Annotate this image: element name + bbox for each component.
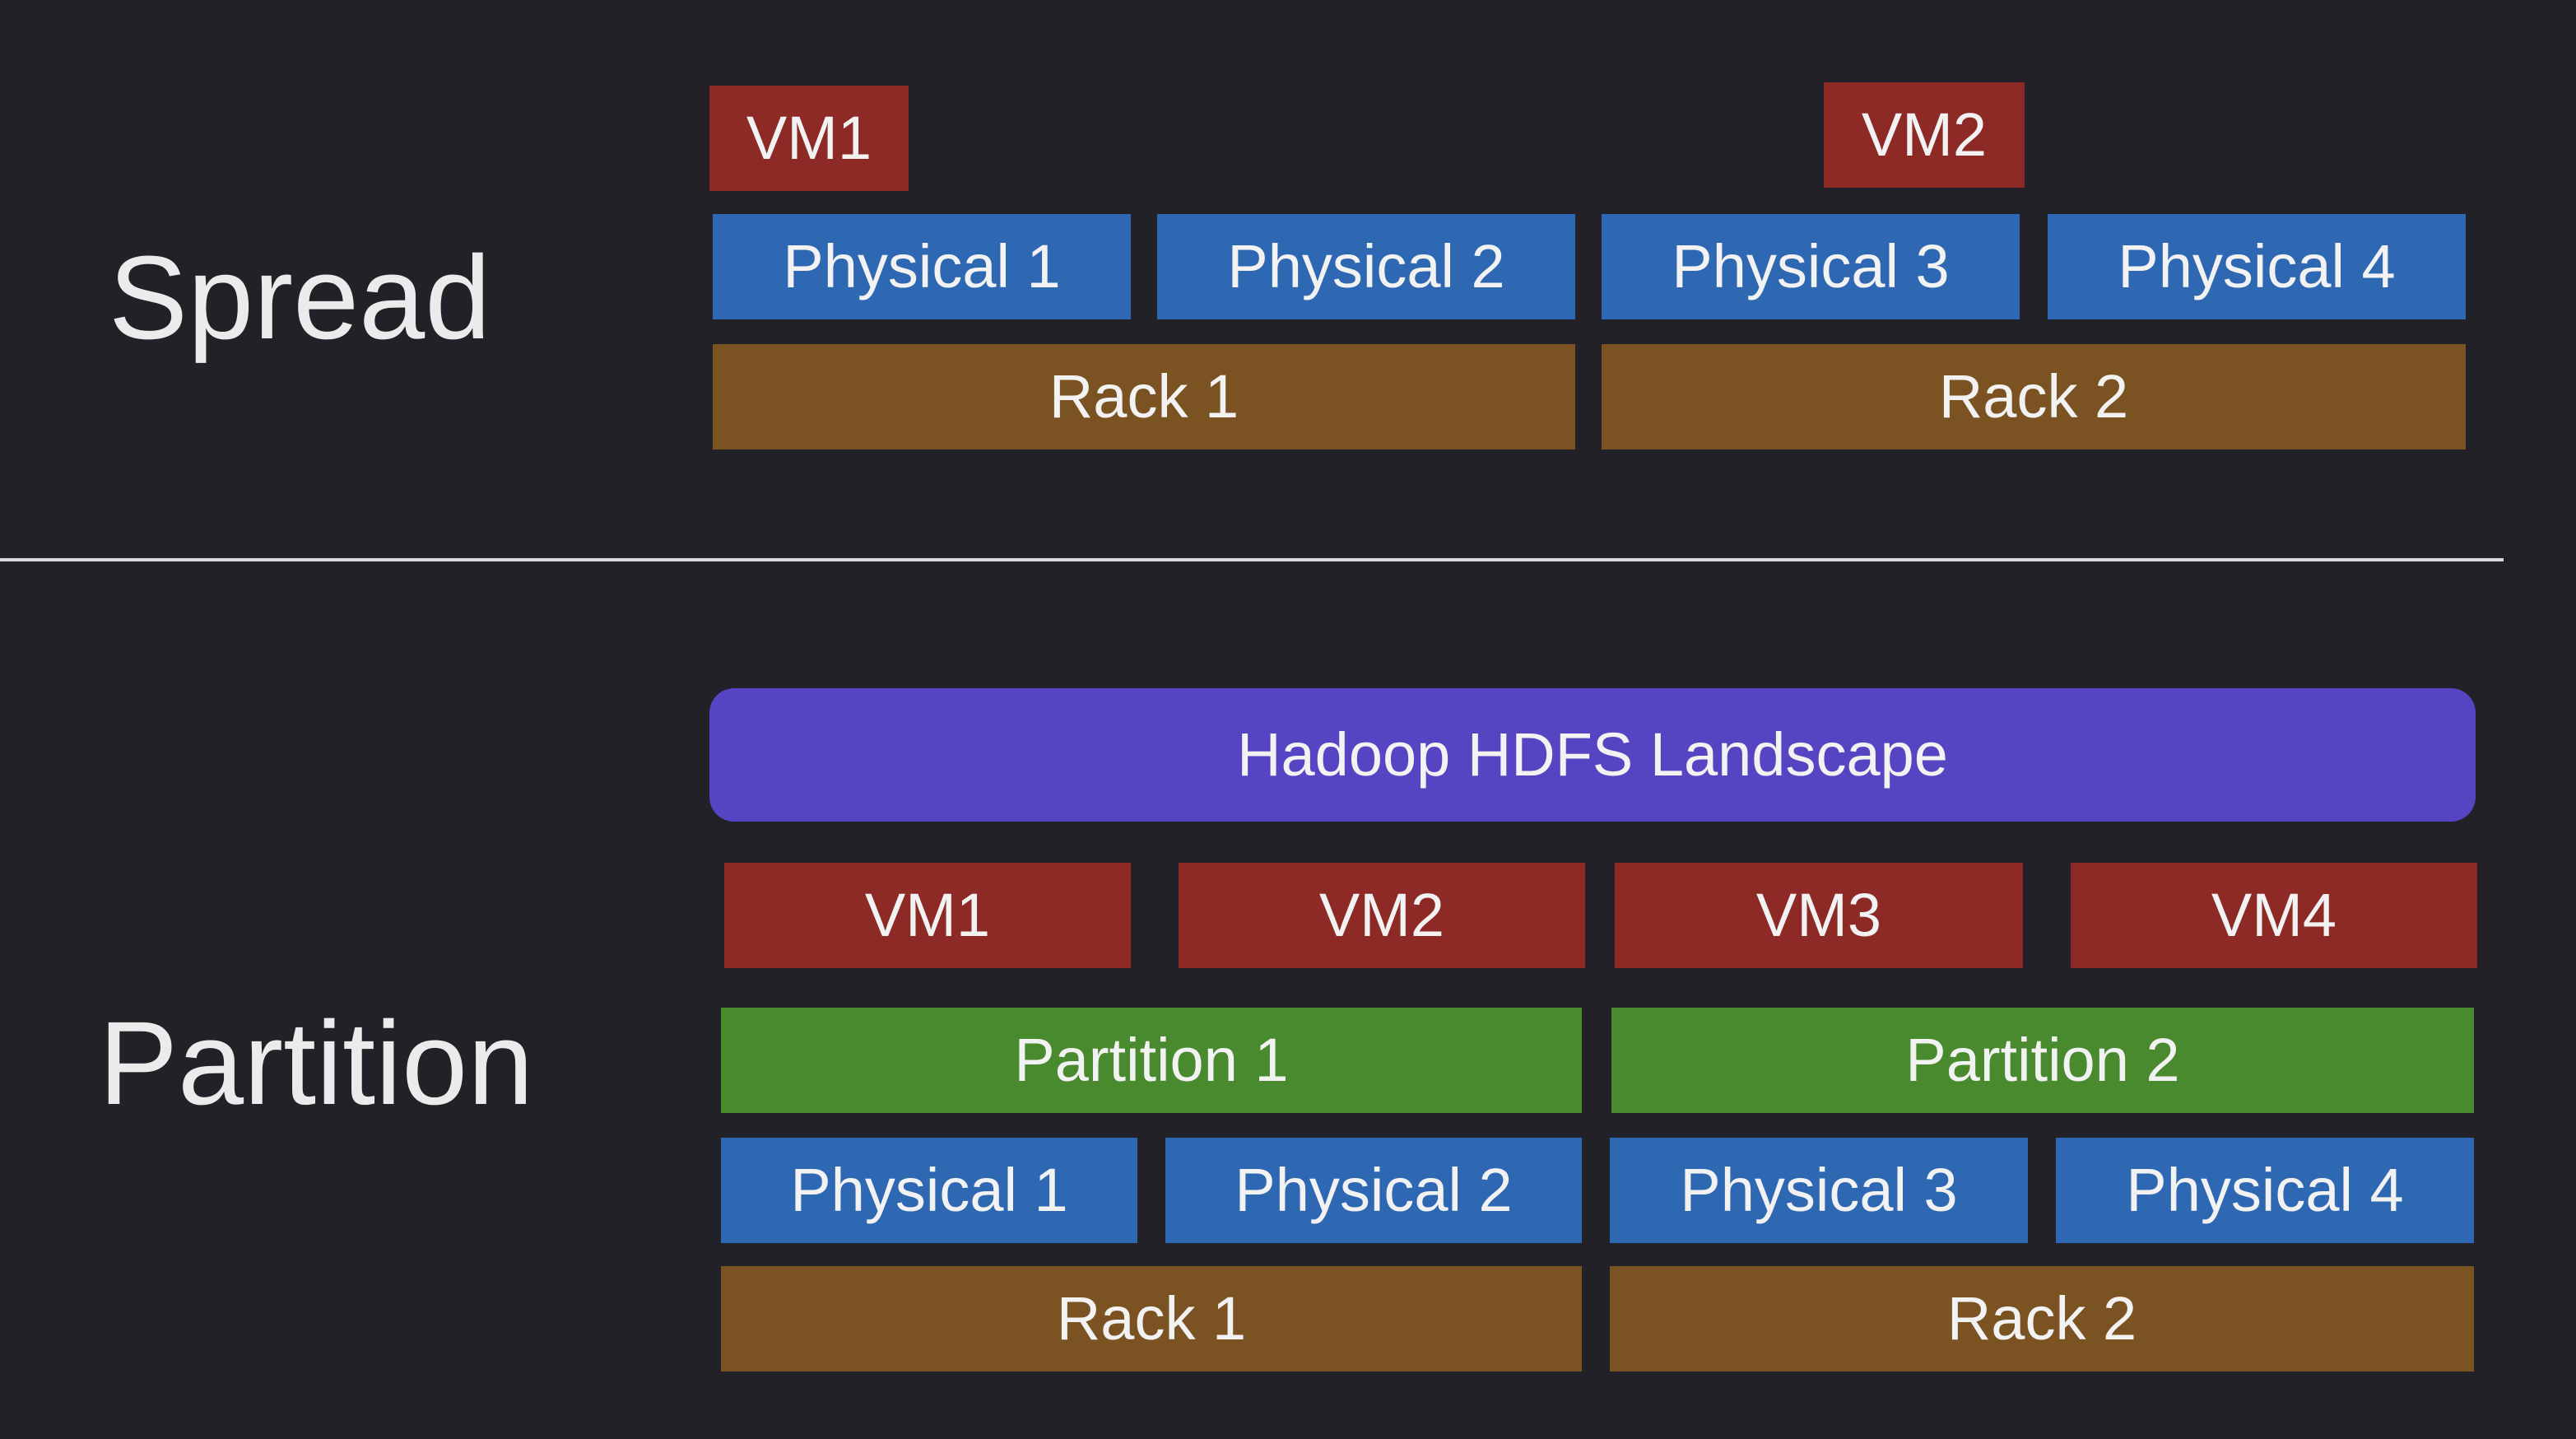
spread-rack-2: Rack 2 [1602,344,2466,449]
section-divider [0,558,2504,561]
spread-physical-1: Physical 1 [713,214,1131,319]
partition-rack-1: Rack 1 [721,1266,1582,1371]
partition-section-title: Partition [99,997,534,1129]
partition-physical-3: Physical 3 [1610,1138,2028,1243]
partition-block-2: Partition 2 [1611,1008,2474,1113]
spread-physical-2: Physical 2 [1157,214,1575,319]
spread-rack-1: Rack 1 [713,344,1575,449]
spread-physical-4: Physical 4 [2048,214,2466,319]
spread-section-title: Spread [109,231,491,364]
spread-vm-2: VM2 [1824,82,2025,188]
partition-physical-2: Physical 2 [1165,1138,1582,1243]
partition-vm-4: VM4 [2071,863,2477,968]
partition-vm-3: VM3 [1615,863,2023,968]
partition-vm-2: VM2 [1179,863,1585,968]
partition-physical-1: Physical 1 [721,1138,1137,1243]
partition-rack-2: Rack 2 [1610,1266,2474,1371]
partition-vm-1: VM1 [724,863,1131,968]
spread-physical-3: Physical 3 [1602,214,2020,319]
partition-physical-4: Physical 4 [2056,1138,2474,1243]
hdfs-landscape-banner: Hadoop HDFS Landscape [709,688,2476,822]
spread-vm-1: VM1 [709,86,909,191]
partition-block-1: Partition 1 [721,1008,1582,1113]
